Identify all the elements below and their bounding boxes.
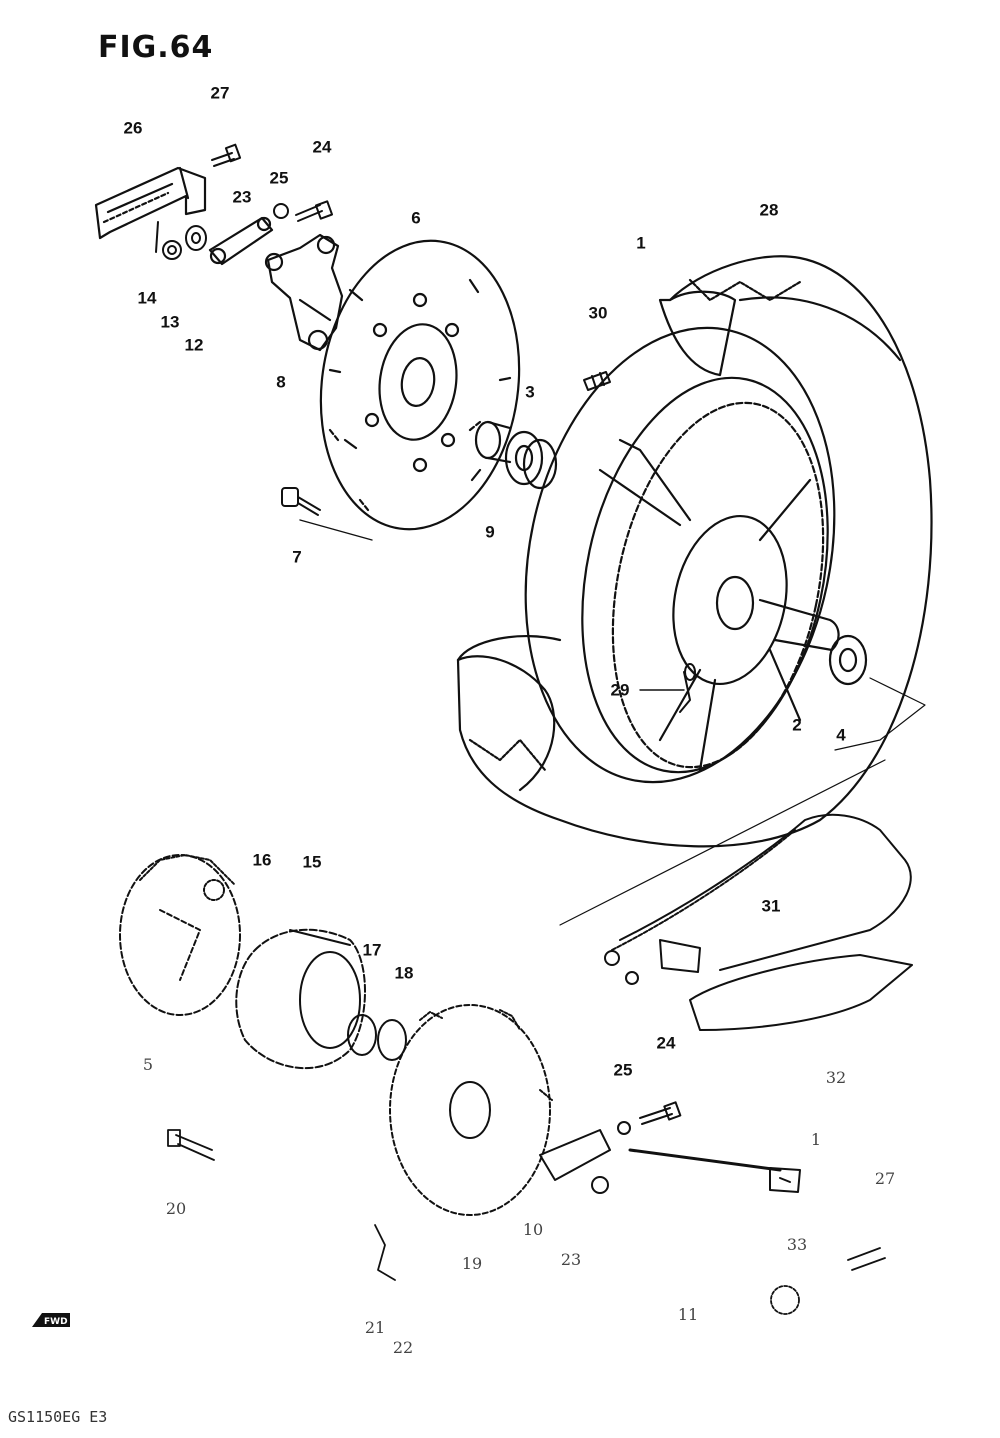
callout-31: 31 [761,896,781,916]
rear-sprocket-part [389,1004,553,1216]
callout-22: 22 [392,1338,414,1357]
callout-27: 27 [210,83,230,103]
lower-chain-segment [628,1148,801,1193]
callout-14: 14 [137,288,157,308]
callout-8: 8 [276,372,286,392]
disc-bolt-part [281,487,373,541]
callout-25: 25 [269,168,289,188]
callout-10: 10 [522,1220,544,1239]
valve-stem-part-29 [639,663,696,713]
callout-1-lower: 1 [810,1130,822,1149]
callout-1: 1 [636,233,646,253]
rear-tire-part [456,255,933,848]
callout-32: 32 [825,1068,847,1087]
callout-19: 19 [461,1254,483,1273]
callout-25-lower: 25 [613,1060,633,1080]
callout-6: 6 [411,208,421,228]
callout-5: 5 [142,1055,154,1074]
callout-26: 26 [123,118,143,138]
right-bearing-part [828,634,926,751]
callout-3: 3 [525,382,535,402]
callout-15: 15 [302,852,322,872]
callout-30: 30 [588,303,608,323]
callout-23: 23 [232,187,252,207]
callout-33: 33 [786,1235,808,1254]
callout-28: 28 [759,200,779,220]
sprocket-drum-part [119,854,241,1016]
figure-title: FIG.64 [98,30,214,65]
lower-spacer-link-parts [539,1101,682,1194]
svg-text:FWD: FWD [44,1317,68,1327]
callout-7: 7 [292,547,302,567]
callout-24: 24 [312,137,332,157]
drive-chain-part [559,759,912,985]
bolt-part-27a [211,143,242,167]
front-arrow-icon: FWD [32,1313,70,1327]
drawing-code: GS1150EG E3 [8,1408,108,1426]
callout-21: 21 [364,1318,386,1337]
valve-stem-part-30 [583,371,611,391]
hub-bearing-parts-17-18 [347,1014,407,1061]
rear-hub-part [235,928,366,1070]
brake-disc-part [319,239,521,531]
callout-20: 20 [165,1199,187,1218]
caliper-bracket-part [264,233,344,352]
callout-29: 29 [610,680,630,700]
callout-23-lower: 23 [560,1250,582,1269]
callout-2: 2 [792,715,802,735]
callout-27-lower: 27 [874,1169,896,1188]
callout-17: 17 [362,940,382,960]
chain-case-part [689,954,913,1031]
misc-small-parts [167,1129,886,1315]
callout-24-lower: 24 [656,1033,676,1053]
cast-wheel-part [524,326,840,784]
callout-12: 12 [184,335,204,355]
callout-9: 9 [485,522,495,542]
chain-adjuster-plate-part [94,166,207,240]
torque-link-part-23a [208,216,274,266]
callout-18: 18 [394,963,414,983]
callout-4: 4 [836,725,846,745]
callout-16: 16 [252,850,272,870]
nut-bolt-parts-24-25 [273,200,334,222]
callout-13: 13 [160,312,180,332]
spacer-bearing-parts [474,420,558,490]
pin-nut-washer-parts [155,221,207,260]
callout-11: 11 [677,1305,699,1324]
